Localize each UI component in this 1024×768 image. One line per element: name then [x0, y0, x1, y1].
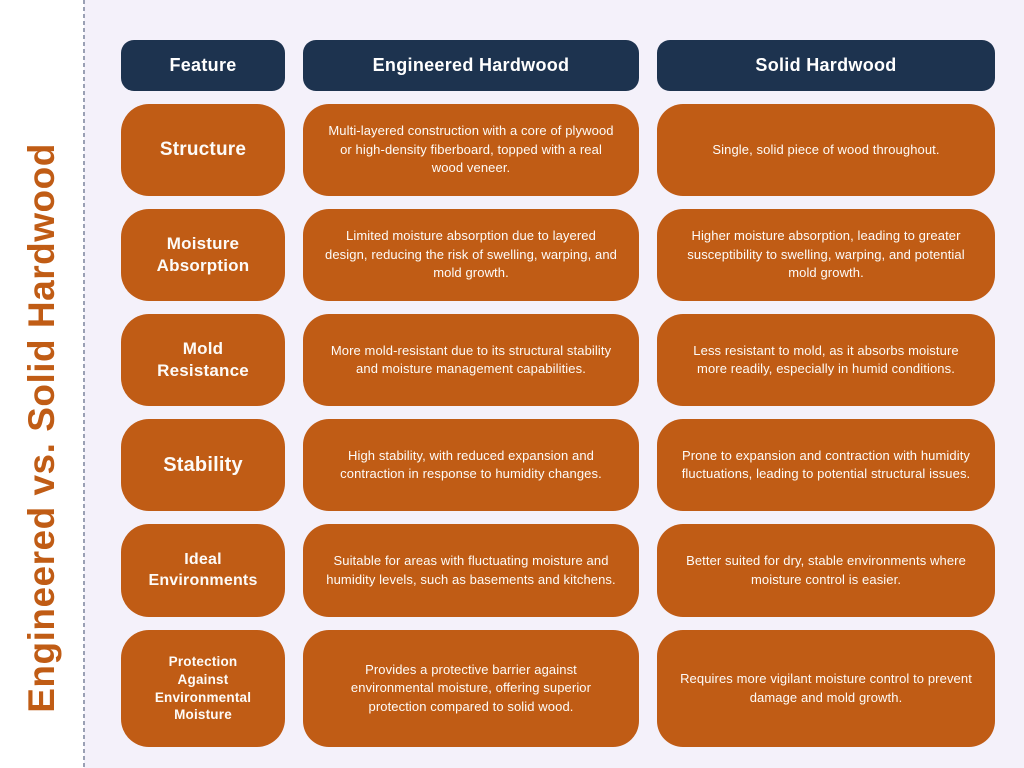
- page-title: Engineered vs. Solid Hardwood: [21, 143, 62, 713]
- left-rail: Engineered vs. Solid Hardwood: [0, 0, 84, 768]
- feature-cell-stability: Stability: [121, 419, 285, 511]
- solid-cell-protection: Requires more vigilant moisture control …: [657, 630, 995, 747]
- feature-cell-ideal-environments: Ideal Environments: [121, 524, 285, 617]
- feature-cell-moisture-absorption: Moisture Absorption: [121, 209, 285, 301]
- feature-cell-structure: Structure: [121, 104, 285, 196]
- engineered-cell-mold-resistance: More mold-resistant due to its structura…: [303, 314, 639, 406]
- solid-cell-stability: Prone to expansion and contraction with …: [657, 419, 995, 511]
- solid-cell-ideal-environments: Better suited for dry, stable environmen…: [657, 524, 995, 617]
- engineered-cell-protection: Provides a protective barrier against en…: [303, 630, 639, 747]
- solid-cell-structure: Single, solid piece of wood throughout.: [657, 104, 995, 196]
- dotted-divider: [83, 0, 85, 768]
- feature-cell-mold-resistance: Mold Resistance: [121, 314, 285, 406]
- column-header-solid: Solid Hardwood: [657, 40, 995, 91]
- column-header-engineered: Engineered Hardwood: [303, 40, 639, 91]
- engineered-cell-stability: High stability, with reduced expansion a…: [303, 419, 639, 511]
- feature-cell-protection: Protection Against Environmental Moistur…: [121, 630, 285, 747]
- engineered-cell-ideal-environments: Suitable for areas with fluctuating mois…: [303, 524, 639, 617]
- engineered-cell-moisture-absorption: Limited moisture absorption due to layer…: [303, 209, 639, 301]
- column-header-feature: Feature: [121, 40, 285, 91]
- engineered-cell-structure: Multi-layered construction with a core o…: [303, 104, 639, 196]
- solid-cell-moisture-absorption: Higher moisture absorption, leading to g…: [657, 209, 995, 301]
- comparison-table: Feature Engineered Hardwood Solid Hardwo…: [121, 40, 995, 747]
- solid-cell-mold-resistance: Less resistant to mold, as it absorbs mo…: [657, 314, 995, 406]
